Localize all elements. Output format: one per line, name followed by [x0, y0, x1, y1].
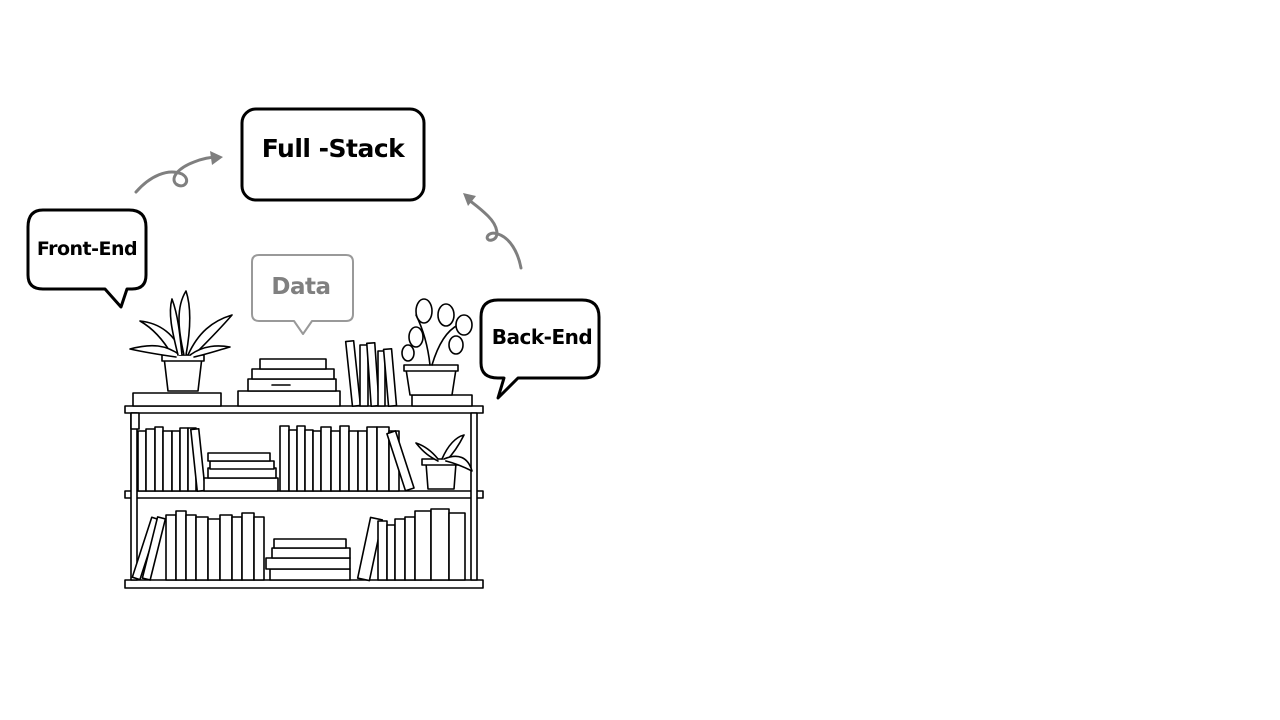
data-bubble [251, 254, 354, 335]
full-stack-label: Full -Stack [261, 134, 405, 163]
curly-arrow-icon [134, 151, 223, 194]
back-end-bubble [479, 298, 601, 400]
full-stack-box [240, 107, 426, 202]
curly-arrow-icon [463, 193, 523, 270]
data-label: Data [271, 274, 331, 300]
front-end-bubble [26, 208, 148, 309]
bookshelf-illustration [124, 290, 484, 589]
front-end-label: Front-End [36, 238, 138, 260]
back-end-label: Back-End [491, 325, 593, 349]
